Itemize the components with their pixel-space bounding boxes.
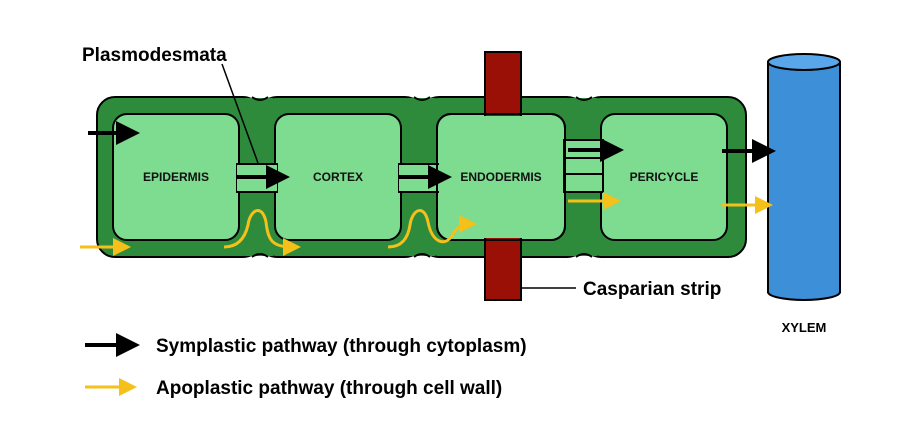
epidermis-label: EPIDERMIS: [143, 170, 209, 184]
apoplastic-arrow-epidermis-cortex: [223, 209, 301, 256]
cortex-label: CORTEX: [313, 170, 363, 184]
legend-symplastic-text: Symplastic pathway (through cytoplasm): [156, 336, 527, 357]
apoplastic-arrow-cortex-endodermis: [387, 209, 477, 249]
apoplastic-arrows: [80, 192, 773, 256]
plasmodesmata-label: Plasmodesmata: [82, 45, 227, 66]
xylem-vessel: [767, 53, 841, 301]
pericycle-label: PERICYCLE: [630, 170, 699, 184]
xylem-label: XYLEM: [782, 320, 827, 335]
casparian-strip-label: Casparian strip: [583, 279, 721, 300]
legend: Symplastic pathway (through cytoplasm) A…: [85, 333, 527, 399]
symplastic-arrows: [88, 121, 776, 189]
legend-apoplastic-text: Apoplastic pathway (through cell wall): [156, 378, 502, 399]
endodermis-label: ENDODERMIS: [460, 170, 541, 184]
plasmodesmata-pointer: [221, 63, 259, 164]
